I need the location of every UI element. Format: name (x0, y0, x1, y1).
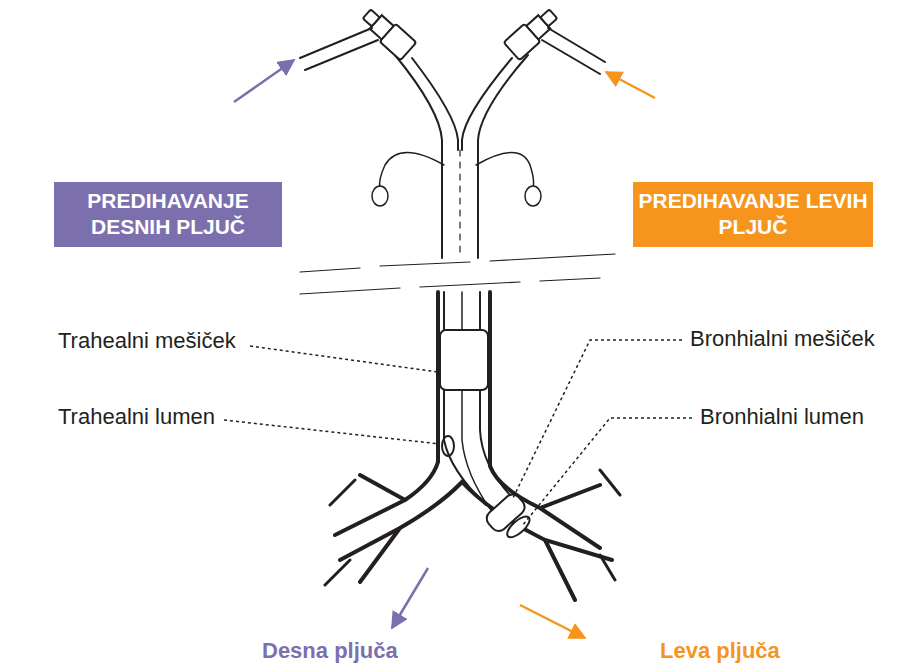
flow-arrow (392, 568, 428, 628)
break-line (300, 278, 600, 294)
tube-branch (395, 55, 442, 150)
tube-branch (462, 58, 512, 150)
part-label: Bronhialni lumen (700, 404, 864, 430)
part-label: Bronhialni mešiček (690, 326, 875, 352)
break-line (300, 254, 615, 272)
port-box: PREDIHAVANJE LEVIH PLJUČ (633, 182, 873, 247)
pilot-line (380, 153, 444, 189)
lung-label: Desna pljuča (262, 638, 398, 664)
port-box: PREDIHAVANJE DESNIH PLJUČ (54, 182, 282, 247)
pilot-line (476, 153, 534, 189)
right-port-pipe (542, 40, 600, 74)
bronchus-wall (340, 482, 612, 600)
leader-line (250, 346, 438, 372)
right-port-pipe (548, 28, 605, 62)
box-text: PREDIHAVANJE DESNIH PLJUČ (54, 188, 282, 241)
tube-wall (444, 440, 486, 505)
tube-wall (442, 150, 478, 258)
right-connector (504, 5, 562, 60)
tube-branch (478, 55, 528, 150)
tube-septum (462, 292, 500, 522)
tube-branch (412, 58, 458, 150)
bronchus-branch (325, 470, 620, 585)
flow-arrow (234, 60, 294, 102)
left-port-pipe (300, 28, 372, 58)
tracheal-cuff (440, 330, 488, 390)
pilot-balloon (525, 186, 541, 206)
flow-arrow (606, 72, 655, 98)
leader-line (224, 420, 440, 444)
part-label: Trahealni mešiček (58, 328, 236, 354)
flow-arrow (520, 605, 585, 638)
part-label: Trahealni lumen (58, 404, 215, 430)
tube-wall (444, 292, 520, 505)
lung-label: Leva pljuča (660, 638, 780, 664)
left-connector (359, 5, 417, 60)
trachea-wall (335, 292, 438, 535)
box-text: PREDIHAVANJE LEVIH PLJUČ (633, 188, 873, 241)
leader-line (512, 340, 682, 500)
left-port-pipe (305, 40, 378, 70)
tube-septum (459, 150, 460, 258)
leader-line (522, 418, 692, 526)
pilot-balloon (372, 186, 388, 206)
